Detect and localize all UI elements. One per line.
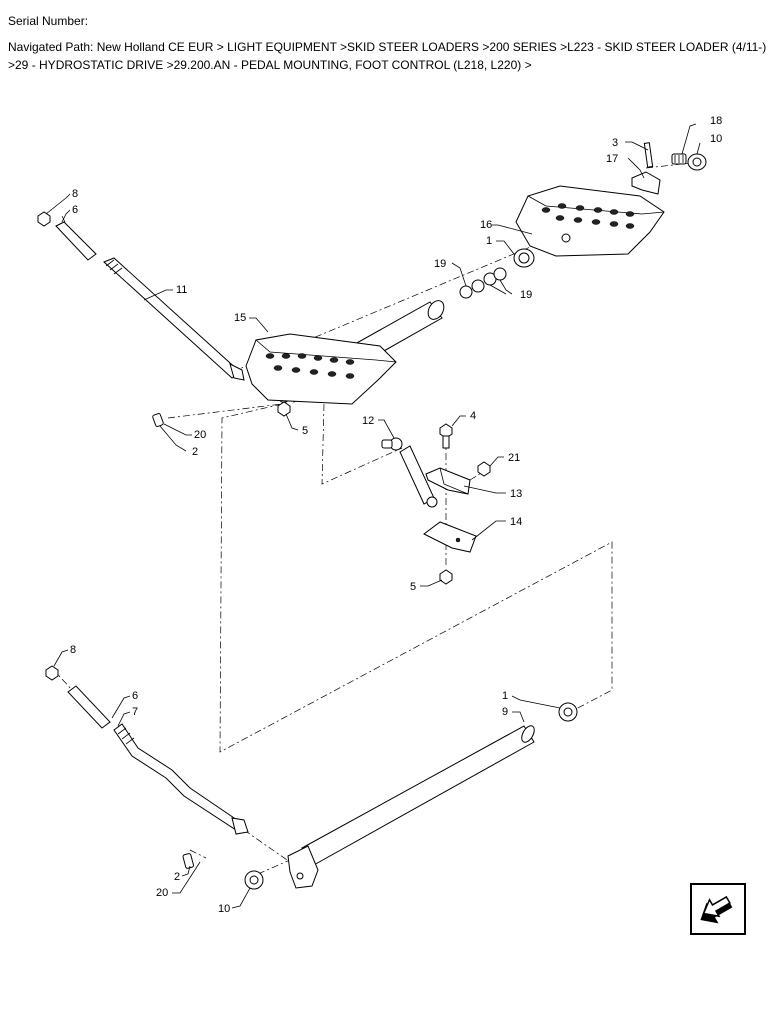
nut-10-lower (244, 870, 264, 890)
callout-11: 11 (176, 284, 187, 296)
pin-2-lower (182, 853, 194, 869)
back-arrow-icon (700, 895, 733, 924)
nut-10-upper (687, 153, 707, 171)
callout-2: 2 (192, 446, 198, 458)
bolt-4 (439, 423, 453, 449)
cap-8-lower (45, 665, 59, 681)
pin-3 (643, 142, 654, 168)
rod-end-12 (381, 437, 438, 508)
breadcrumb-line-2: >29 - HYDROSTATIC DRIVE >29.200.AN - PED… (8, 58, 532, 72)
callout-2: 2 (174, 871, 180, 883)
callout-6: 6 (72, 204, 78, 216)
callout-9: 9 (502, 706, 508, 718)
nut-21 (477, 461, 491, 477)
callout-18: 18 (710, 115, 722, 127)
callout-10: 10 (710, 133, 722, 145)
lower-pedal-15 (245, 333, 397, 405)
callout-5: 5 (302, 425, 308, 437)
callout-7: 7 (132, 706, 138, 718)
callout-8: 8 (72, 188, 78, 200)
lever-13 (425, 467, 471, 495)
plate-14 (423, 521, 477, 553)
cap-8-upper (37, 211, 51, 227)
nut-5-upper (277, 401, 291, 417)
callout-6: 6 (132, 690, 138, 702)
callout-4: 4 (470, 410, 476, 422)
upper-pedal-16 (515, 185, 665, 257)
bracket-17 (631, 171, 661, 195)
callout-20: 20 (156, 887, 168, 899)
washers-19 (459, 267, 507, 299)
callout-labels: 18 10 3 17 16 1 19 19 8 6 11 15 20 2 5 1… (70, 115, 722, 915)
callout-21: 21 (508, 452, 520, 464)
callout-20: 20 (194, 429, 206, 441)
callout-8: 8 (70, 644, 76, 656)
callout-16: 16 (480, 219, 492, 231)
callout-10: 10 (218, 903, 230, 915)
callout-1: 1 (486, 235, 492, 247)
callout-17: 17 (606, 153, 618, 165)
linkage-rod-7 (67, 685, 249, 835)
callout-5: 5 (410, 581, 416, 593)
bushing-1-upper (513, 248, 535, 268)
screw-18 (671, 153, 687, 165)
callout-19: 19 (434, 258, 446, 270)
back-navigation-button[interactable] (690, 883, 746, 935)
bushing-1-lower (558, 702, 578, 722)
pin-2-upper (152, 413, 164, 427)
callout-1: 1 (502, 690, 508, 702)
linkage-rod-11 (55, 221, 245, 381)
callout-13: 13 (510, 488, 522, 500)
nut-5-middle (439, 569, 453, 585)
callout-14: 14 (510, 516, 522, 528)
breadcrumb-line-1: Navigated Path: New Holland CE EUR > LIG… (8, 40, 767, 54)
shaft-9 (287, 725, 535, 889)
callout-12: 12 (362, 415, 374, 427)
callout-3: 3 (612, 137, 618, 149)
callout-19: 19 (520, 289, 532, 301)
callout-15: 15 (234, 312, 246, 324)
leader-lines (45, 123, 701, 909)
serial-number-label: Serial Number: (8, 14, 89, 28)
